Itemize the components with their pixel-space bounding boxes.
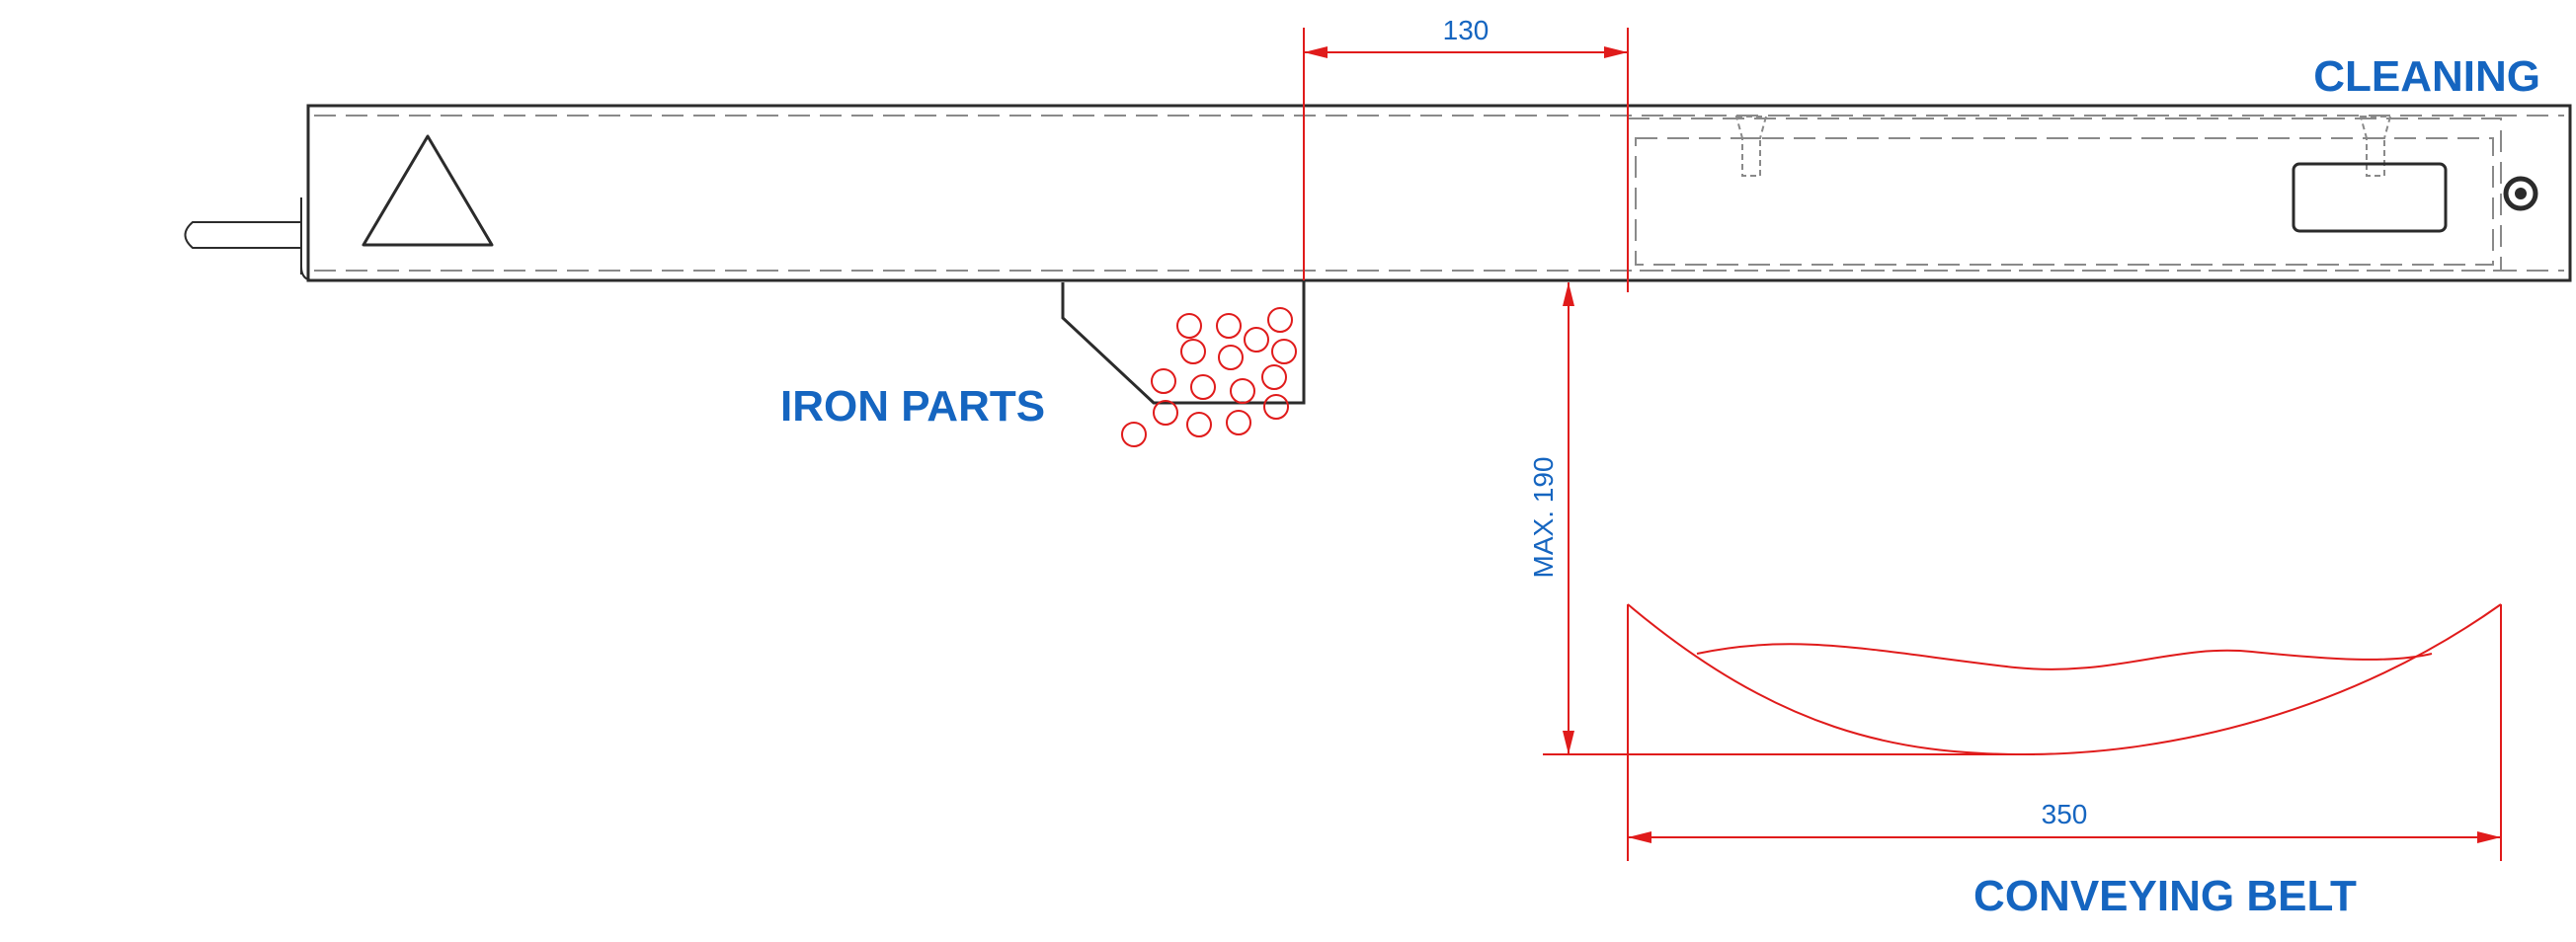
iron-part — [1180, 339, 1206, 364]
dim-130-text: 130 — [1443, 15, 1489, 45]
housing-end-corner — [300, 266, 315, 281]
dim-130-arrow-left — [1304, 46, 1328, 58]
conveying-belt-label: CONVEYING BELT — [1973, 872, 2357, 920]
dimension-130: 130 — [1303, 15, 1629, 292]
shaft-outline — [184, 221, 301, 249]
drawer-bolt-left — [1734, 116, 1768, 177]
belt-material-surface — [1696, 643, 2433, 670]
dim-190-arrow-bottom — [1563, 731, 1574, 754]
dim-350-text: 350 — [2042, 799, 2088, 829]
iron-part — [1244, 327, 1269, 353]
iron-part — [1263, 394, 1289, 420]
iron-part — [1153, 400, 1178, 426]
drawer-bolt-right — [2359, 116, 2392, 177]
iron-part — [1271, 339, 1297, 364]
belt-trough — [1627, 603, 2502, 756]
iron-part — [1121, 422, 1147, 447]
dimension-350: 350 — [1627, 604, 2502, 861]
dim-130-arrow-right — [1604, 46, 1628, 58]
iron-parts-group — [1121, 307, 1297, 447]
cleaning-label: CLEANING — [2313, 52, 2540, 101]
dim-190-text: MAX. 190 — [1528, 457, 1559, 579]
iron-part — [1186, 412, 1212, 437]
iron-part — [1218, 345, 1244, 370]
drawer-handle — [2292, 162, 2448, 233]
conveying-belt — [1627, 603, 2502, 756]
iron-parts-label: IRON PARTS — [780, 382, 1045, 431]
drive-shaft — [184, 221, 301, 249]
cleaning-drawer — [1627, 116, 2502, 272]
warning-triangle-icon — [362, 134, 494, 247]
separator-housing — [300, 104, 2572, 282]
end-knob-icon — [2503, 176, 2538, 211]
iron-part — [1261, 364, 1287, 390]
drawer-outer — [1627, 118, 2502, 272]
dim-190-arrow-top — [1563, 282, 1574, 306]
dim-350-arrow-left — [1628, 831, 1651, 843]
iron-part — [1226, 410, 1251, 435]
iron-part — [1216, 313, 1242, 339]
dim-350-arrow-right — [2477, 831, 2501, 843]
dimension-max-190: MAX. 190 — [1528, 282, 2035, 755]
iron-part — [1151, 368, 1176, 394]
iron-part — [1267, 307, 1293, 333]
iron-part — [1176, 313, 1202, 339]
discharge-chute — [1061, 280, 1306, 405]
drawer-inner — [1635, 137, 2494, 266]
iron-part — [1230, 378, 1255, 404]
iron-part — [1190, 374, 1216, 400]
housing-outline — [306, 104, 2572, 282]
